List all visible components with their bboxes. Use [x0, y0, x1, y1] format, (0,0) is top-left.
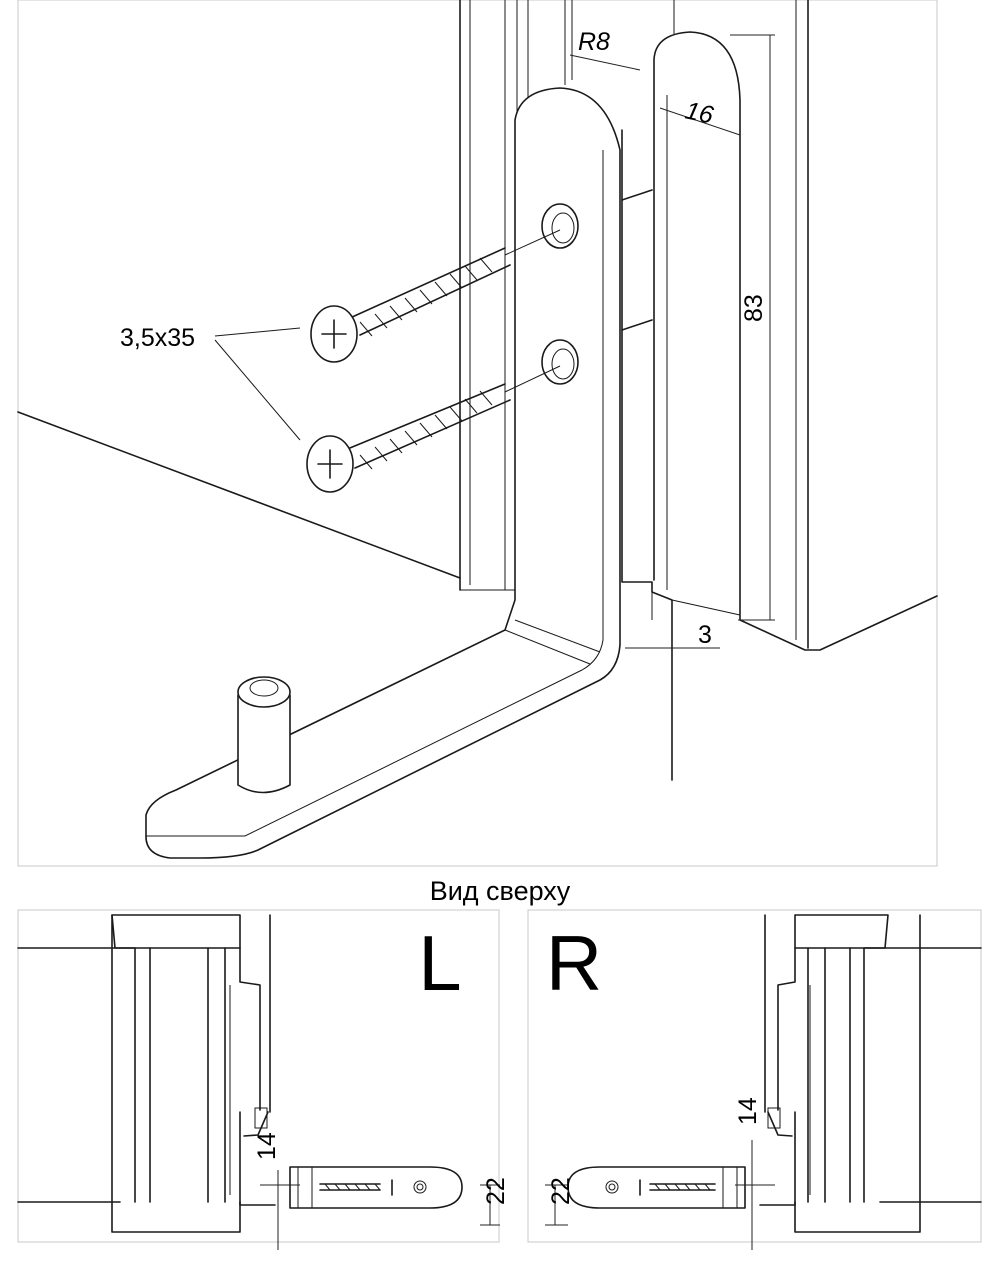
jamb-profile	[653, 31, 938, 651]
bracket-body	[145, 87, 621, 859]
top-view-left: 14 22	[17, 909, 510, 1250]
bracket-hole-upper	[541, 203, 579, 249]
bracket-pin	[237, 694, 291, 794]
right-offset-14-label: 14	[734, 1097, 762, 1125]
right-offset-22-label: 22	[547, 1177, 575, 1205]
radius-label: R8	[578, 28, 610, 56]
left-offset-14-label: 14	[253, 1132, 281, 1160]
jamb-outline	[621, 129, 673, 781]
isometric-view: 3,5x35 R8 16 83 3	[17, 0, 938, 867]
screw-spec-label: 3,5x35	[120, 324, 195, 352]
screw-lower	[306, 365, 561, 493]
left-side-marker: L	[418, 919, 461, 1007]
phillips-cross-icon	[321, 319, 347, 349]
isometric-view-frame	[17, 0, 938, 867]
bracket-hole-lower	[541, 339, 579, 385]
bracket-plan-left	[289, 1166, 463, 1209]
screw-upper	[310, 229, 561, 363]
phillips-cross-icon	[317, 449, 343, 479]
gap-dimension-label: 3	[698, 621, 712, 649]
door-panel-bottom-edge	[17, 411, 461, 579]
height-dimension-line	[730, 34, 775, 621]
view-caption: Вид сверху	[430, 876, 571, 906]
right-side-marker: R	[546, 919, 602, 1007]
height-dimension-label: 83	[740, 294, 768, 322]
width-dimension-label: 16	[683, 96, 716, 129]
l-bracket	[145, 87, 621, 859]
left-offset-22-label: 22	[482, 1177, 510, 1205]
top-view-right: 14 22	[527, 909, 982, 1250]
screw-leader-lines	[214, 327, 301, 441]
bracket-plan-right	[567, 1166, 746, 1209]
